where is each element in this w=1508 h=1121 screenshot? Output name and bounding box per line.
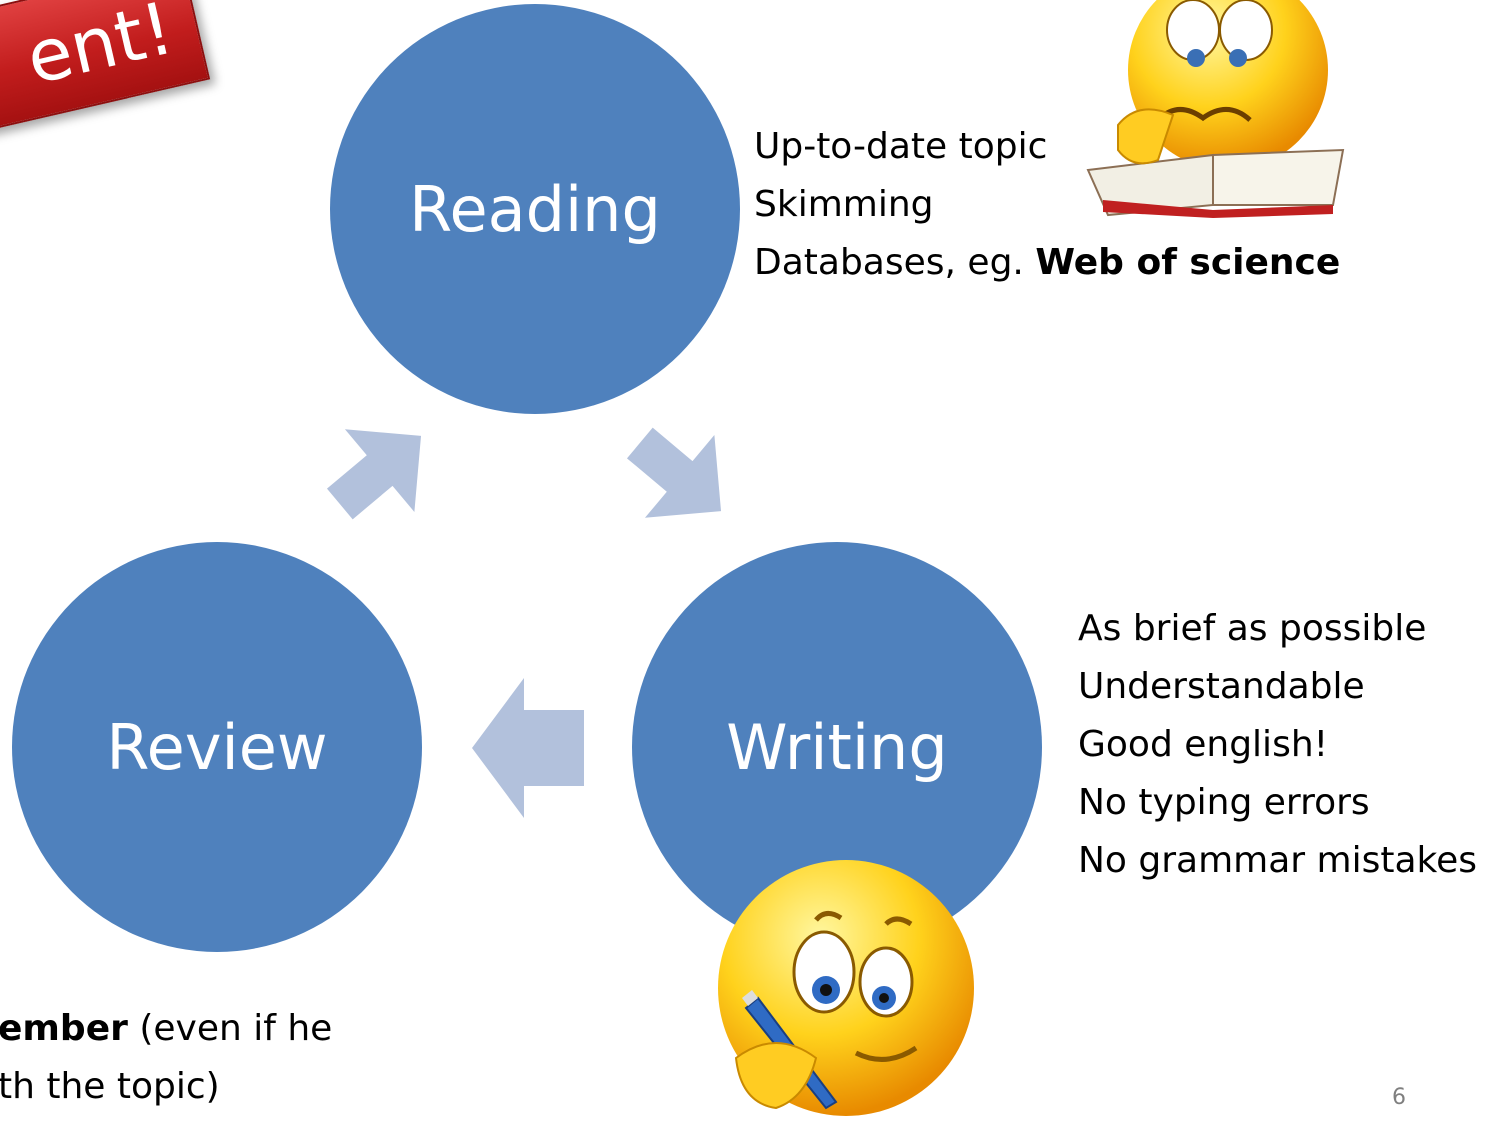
writing-notes: As brief as possible Understandable Good… [1078, 600, 1477, 890]
review-notes: ember (even if he th the topic) [0, 1000, 332, 1116]
arrow-writing-to-review [472, 678, 584, 818]
reading-note-3-prefix: Databases, eg. [754, 242, 1036, 283]
writing-note-4: No typing errors [1078, 782, 1370, 823]
page-number: 6 [1392, 1085, 1406, 1110]
review-note-2: th the topic) [0, 1066, 220, 1107]
writing-note-1: As brief as possible [1078, 608, 1427, 649]
reading-label: Reading [409, 172, 661, 246]
arrow-reading-to-writing [626, 427, 722, 518]
reading-note-2: Skimming [754, 184, 934, 225]
reading-note-3-bold: Web of science [1035, 242, 1341, 283]
writing-emoji-icon [718, 860, 974, 1116]
confused-reading-emoji-icon [1086, 0, 1345, 218]
reading-notes: Up-to-date topic Skimming Databases, eg.… [754, 118, 1340, 292]
arrow-review-to-reading [326, 429, 422, 520]
writing-label: Writing [726, 710, 948, 784]
review-note-1-bold: ember [0, 1008, 128, 1049]
reading-note-3: Databases, eg. Web of science [754, 234, 1340, 292]
review-circle: Review [12, 542, 422, 952]
review-note-1-rest: (even if he [127, 1008, 333, 1049]
review-label: Review [106, 710, 328, 784]
writing-note-3: Good english! [1078, 724, 1329, 765]
reading-circle: Reading [330, 4, 740, 414]
writing-note-5: No grammar mistakes [1078, 840, 1478, 881]
writing-note-2: Understandable [1078, 666, 1365, 707]
review-note-1: ember (even if he [0, 1000, 332, 1058]
reading-note-1: Up-to-date topic [754, 126, 1048, 167]
